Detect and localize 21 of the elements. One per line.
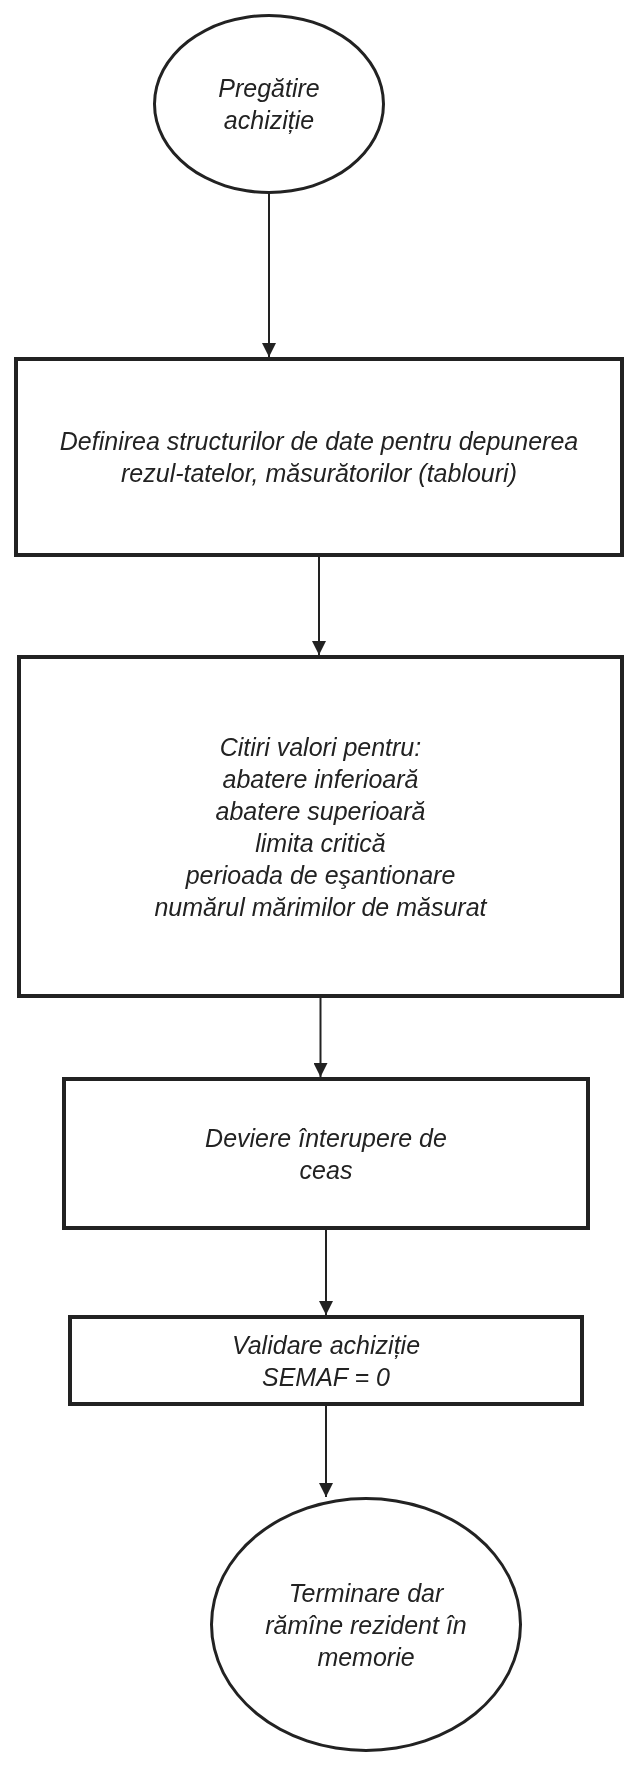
process-box xyxy=(68,1315,584,1406)
node-text: perioada de eşantionare xyxy=(184,859,457,891)
process-box xyxy=(62,1077,590,1230)
arrow xyxy=(319,1229,333,1316)
node-text: Definirea structurilor de date pentru depunerea rezul-tatelor, măsurătorilor (tablouri) xyxy=(58,426,580,489)
process-box xyxy=(17,655,624,998)
node-text: Terminare dar rămîne rezident în memorie xyxy=(264,1577,468,1673)
arrow xyxy=(312,556,326,656)
arrow xyxy=(319,1405,333,1498)
node-text: limita critică xyxy=(254,827,387,859)
process-box xyxy=(14,357,624,557)
node-text: Deviere înterupere de ceas xyxy=(204,1122,448,1186)
node-text: abatere inferioară xyxy=(221,763,420,795)
node-text: Citiri valori pentru: xyxy=(218,731,423,763)
arrow xyxy=(313,997,328,1078)
node-text: numărul mărimilor de măsurat xyxy=(153,891,489,923)
arrow xyxy=(262,193,276,358)
node-text: Pregătire achiziție xyxy=(217,73,321,136)
node-text: Validare achiziție xyxy=(230,1329,422,1361)
node-text: abatere superioară xyxy=(214,795,427,827)
node-text: SEMAF = 0 xyxy=(260,1361,392,1393)
